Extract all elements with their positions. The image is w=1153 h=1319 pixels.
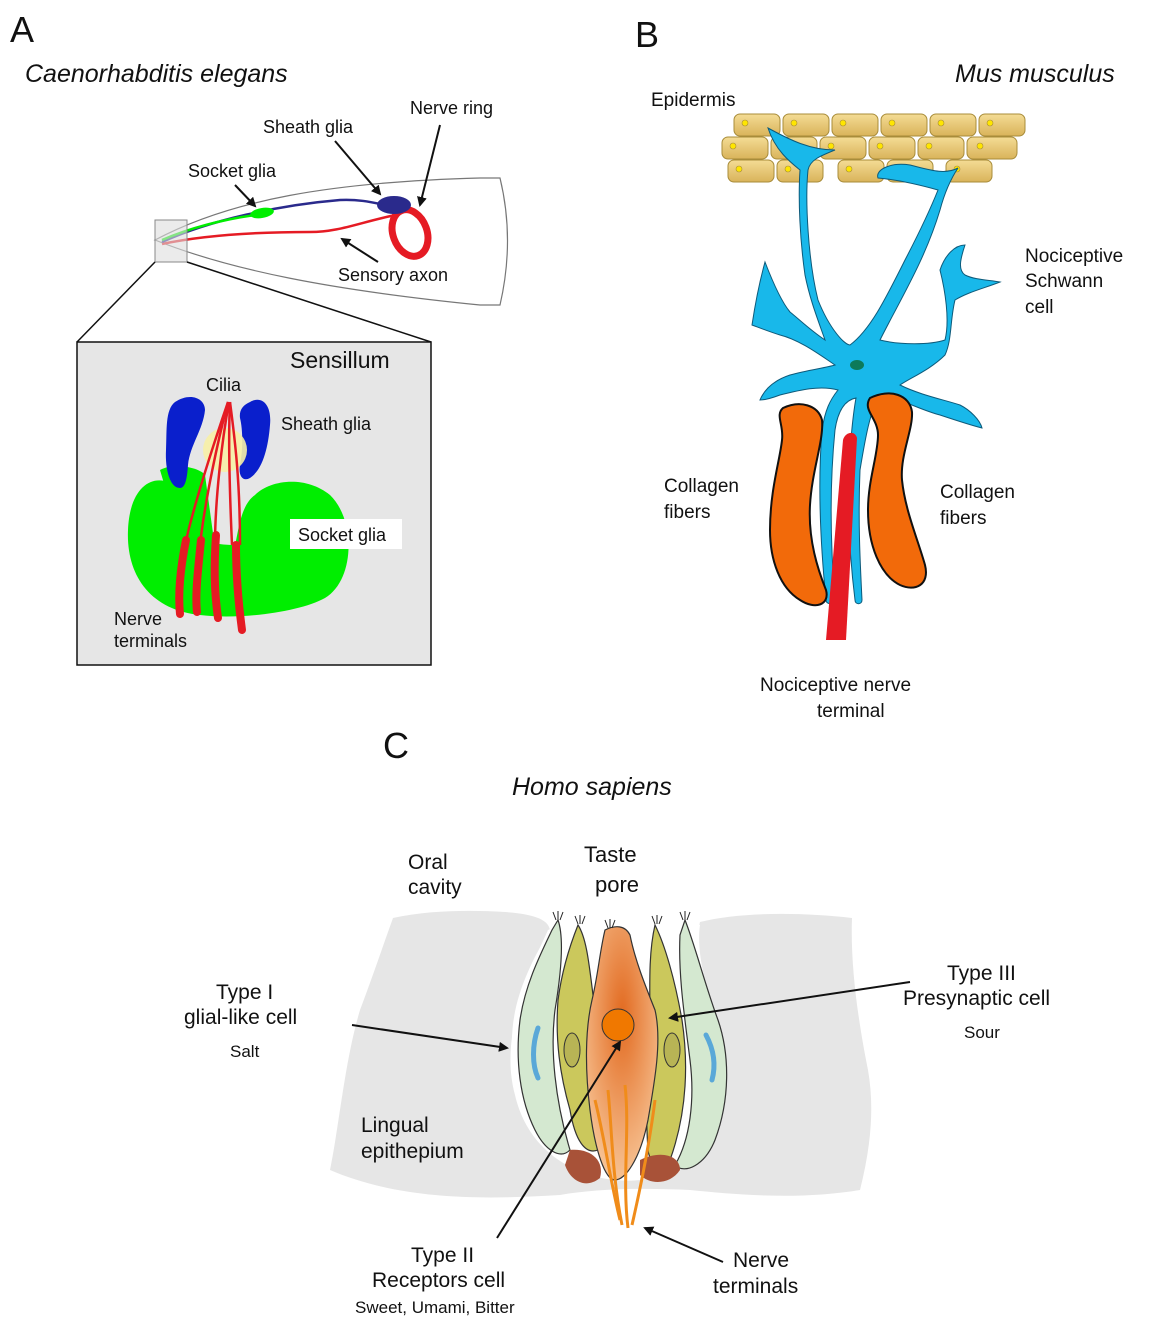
label-collagen-left-1: Collagen	[664, 476, 739, 497]
panel-a-letter: A	[10, 9, 34, 50]
label-type3-taste: Sour	[964, 1023, 1000, 1042]
panel-a-organism: Caenorhabditis elegans	[25, 60, 288, 88]
label-schwann-3: cell	[1025, 297, 1054, 318]
label-type1-1: Type I	[216, 981, 273, 1004]
label-sensory-axon: Sensory axon	[338, 265, 448, 285]
label-nerve-2: terminals	[713, 1275, 798, 1298]
label-nerve-ring: Nerve ring	[410, 98, 493, 118]
inset-label-socket-glia: Socket glia	[298, 525, 387, 545]
panel-b-letter: B	[635, 14, 659, 55]
label-terminal-1: Nociceptive nerve	[760, 675, 911, 696]
label-schwann-1: Nociceptive	[1025, 246, 1123, 267]
inset-title: Sensillum	[290, 347, 390, 373]
panel-c: C Homo sapiens	[184, 725, 1050, 1317]
label-lingual-1: Lingual	[361, 1114, 429, 1137]
arrow-nerve-terminals	[645, 1228, 723, 1262]
label-oral-1: Oral	[408, 851, 448, 874]
label-terminal-2: terminal	[817, 701, 885, 722]
label-type1-taste: Salt	[230, 1042, 260, 1061]
label-oral-2: cavity	[408, 876, 462, 899]
label-nerve-1: Nerve	[733, 1249, 789, 1272]
schwann-nucleus	[850, 360, 864, 370]
zoom-line-left	[77, 262, 155, 342]
type3-nucleus-left	[564, 1033, 580, 1067]
sensillum-inset: Sensillum	[77, 342, 431, 665]
panel-c-organism: Homo sapiens	[512, 773, 672, 801]
label-pore-2: pore	[595, 872, 639, 897]
inset-label-cilia: Cilia	[206, 375, 242, 395]
inset-label-nerve: Nerve	[114, 609, 162, 629]
type2-nucleus	[602, 1009, 634, 1041]
arrow-socket-glia	[235, 185, 255, 206]
label-type3-1: Type III	[947, 962, 1016, 985]
label-collagen-right-2: fibers	[940, 508, 986, 529]
label-collagen-left-2: fibers	[664, 502, 710, 523]
label-lingual-2: epithepium	[361, 1140, 464, 1163]
type3-nucleus-right	[664, 1033, 680, 1067]
inset-label-terminals: terminals	[114, 631, 187, 651]
collagen-fiber-left	[770, 404, 827, 605]
label-type1-2: glial-like cell	[184, 1006, 297, 1029]
label-schwann-2: Schwann	[1025, 271, 1103, 292]
panel-b: B Mus musculus Epidermis	[635, 14, 1123, 722]
panel-a: A Caenorhabditis elegans Nerve ring Shea…	[10, 9, 508, 665]
label-sheath-glia: Sheath glia	[263, 117, 354, 137]
collagen-fiber-right	[868, 393, 926, 587]
label-type3-2: Presynaptic cell	[903, 987, 1050, 1010]
label-type2-2: Receptors cell	[372, 1269, 505, 1292]
worm-head-outline	[155, 178, 508, 305]
sheath-glia-body	[377, 196, 411, 214]
panel-c-letter: C	[383, 725, 409, 766]
label-collagen-right-1: Collagen	[940, 482, 1015, 503]
label-socket-glia: Socket glia	[188, 161, 277, 181]
sensillum-zoom-box	[155, 220, 187, 262]
inset-label-sheath-glia: Sheath glia	[281, 414, 372, 434]
label-type2-taste: Sweet, Umami, Bitter	[355, 1298, 515, 1317]
label-pore-1: Taste	[584, 842, 637, 867]
label-type2-1: Type II	[411, 1244, 474, 1267]
panel-b-organism: Mus musculus	[955, 60, 1115, 88]
label-epidermis: Epidermis	[651, 90, 735, 111]
